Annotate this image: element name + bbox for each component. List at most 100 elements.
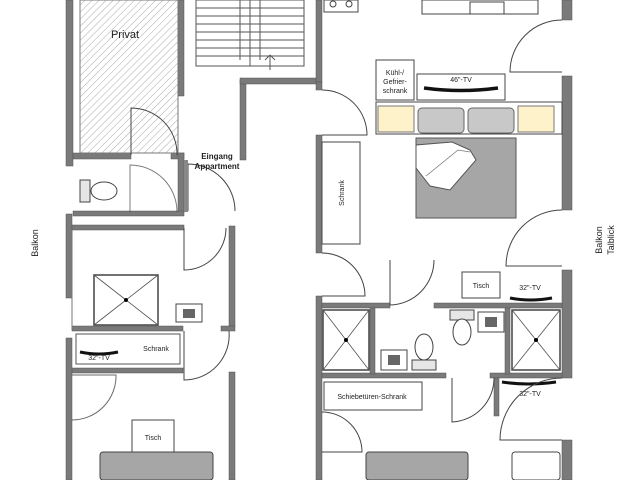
lower-right-divider xyxy=(493,377,500,417)
privat-door xyxy=(130,107,178,156)
bath-entry-door xyxy=(389,259,435,306)
right-bath-inner-wall-b xyxy=(504,307,511,375)
left-outer-wall-upper xyxy=(65,0,74,167)
pillow-right xyxy=(467,107,515,134)
top-appliance xyxy=(323,0,359,13)
left-bath-door xyxy=(183,227,227,271)
center-wall-lower xyxy=(315,295,323,480)
privat-right-wall xyxy=(177,0,185,97)
right-sink-b-basin xyxy=(485,317,497,327)
left-tv-label: 32"-TV xyxy=(88,355,110,362)
right-outer-wall-lower xyxy=(561,439,573,480)
left-toilet xyxy=(79,179,118,203)
fridge xyxy=(375,59,415,101)
left-room-door xyxy=(183,330,230,381)
left-wardrobe-label: Schrank xyxy=(143,346,169,353)
tv-46-cabinet xyxy=(416,73,506,101)
right-mid-door xyxy=(505,209,563,267)
left-wardrobe xyxy=(75,333,181,365)
center-wall-upper xyxy=(315,81,323,91)
privat-room-hatched xyxy=(79,0,179,154)
right-top-door xyxy=(509,19,563,73)
eingang-label: Eingang xyxy=(201,152,233,161)
sliding-door-wardrobe xyxy=(323,381,423,411)
left-bath-top-wall xyxy=(71,224,185,231)
nightstand-right xyxy=(517,105,555,133)
center-wall-mid xyxy=(315,134,323,254)
sliding-door-wardrobe-label: Schiebetüren-Schrank xyxy=(337,394,407,401)
left-wardrobe-bottom-wall xyxy=(71,367,184,374)
talblick-right-label: Talblick xyxy=(606,225,616,255)
right-shower-right-drain xyxy=(534,338,538,342)
nightstand-left xyxy=(377,105,415,133)
center-door-lower xyxy=(321,252,366,297)
right-toilet-a xyxy=(411,333,437,371)
bed-blanket-fold xyxy=(415,141,477,191)
left-table xyxy=(131,419,175,453)
left-bath-bottom-wall-right xyxy=(220,325,236,332)
right-outer-wall-top xyxy=(561,0,573,21)
right-bath-inner-wall-a xyxy=(369,307,376,375)
wardrobe-vertical xyxy=(321,141,361,245)
tv-46 xyxy=(423,86,499,93)
lower-right-door-a xyxy=(451,377,495,423)
left-inner-wall-upper xyxy=(228,225,236,327)
right-shower-left-drain xyxy=(344,338,348,342)
left-bed xyxy=(99,451,214,480)
right-sink-a-basin xyxy=(388,355,400,365)
table-right xyxy=(461,271,501,299)
left-bath-bottom-wall xyxy=(71,325,184,332)
tv-32-right-bottom xyxy=(501,380,557,386)
lower-right-bed-a xyxy=(365,451,469,480)
right-bath-top-wall-left xyxy=(321,302,391,309)
walls xyxy=(65,0,573,480)
lower-center-door xyxy=(321,411,363,453)
tv-32-right-bottom-label: 32"-TV xyxy=(519,391,541,398)
fridge-label-3: schrank xyxy=(383,88,408,95)
fridge-label-2: Gefrier- xyxy=(383,79,407,86)
appartment-label: Appartment xyxy=(195,162,240,171)
left-shower-drain xyxy=(124,298,128,302)
left-lower-door xyxy=(71,374,117,421)
top-chair xyxy=(469,1,505,15)
bed-blanket-crease xyxy=(425,149,471,177)
lower-right-door-b xyxy=(499,377,563,441)
tv-32-right-top-label: 32"-TV xyxy=(519,285,541,292)
right-outer-wall-upper xyxy=(561,75,573,211)
fridge-label-1: Kühl-/ xyxy=(386,70,404,77)
top-appliance-knob-a xyxy=(329,0,337,8)
privat-label: Privat xyxy=(111,29,139,41)
left-sink-basin xyxy=(183,309,195,318)
wardrobe-vertical-label: Schrank xyxy=(339,180,346,206)
lower-right-bed-b xyxy=(511,451,561,480)
pillow-left xyxy=(417,107,465,134)
left-wc-door xyxy=(129,164,178,213)
entrance-door xyxy=(187,163,236,212)
center-door-upper xyxy=(321,89,368,136)
entrance-wall-right xyxy=(239,79,247,161)
top-appliance-knob-b xyxy=(345,0,353,8)
right-bath-bottom-wall-left xyxy=(321,372,447,379)
privat-bottom-wall xyxy=(72,152,132,160)
staircase xyxy=(195,0,305,70)
balkon-right-label: Balkon xyxy=(594,226,604,254)
entrance-wall-top xyxy=(239,77,321,85)
entrance-post-left xyxy=(177,152,185,214)
right-bath-top-wall-right xyxy=(433,302,563,309)
tv-46-label: 46"-TV xyxy=(450,77,472,84)
entrance-door-frame xyxy=(184,160,188,212)
left-outer-wall-mid xyxy=(65,213,73,299)
table-right-label: Tisch xyxy=(473,283,490,290)
stair-right-wall xyxy=(315,0,323,83)
left-inner-wall-lower xyxy=(228,371,236,480)
left-table-label: Tisch xyxy=(145,435,162,442)
left-outer-wall-lower xyxy=(65,337,73,480)
balkon-left-label: Balkon xyxy=(30,229,40,257)
right-outer-wall-mid xyxy=(561,269,573,379)
right-bath-bottom-wall-right xyxy=(489,372,563,379)
left-wc-bottom-wall xyxy=(72,210,185,217)
tv-32-right-top xyxy=(509,296,553,302)
right-toilet-b xyxy=(449,309,475,346)
left-tv: 32"-TV xyxy=(79,350,119,362)
